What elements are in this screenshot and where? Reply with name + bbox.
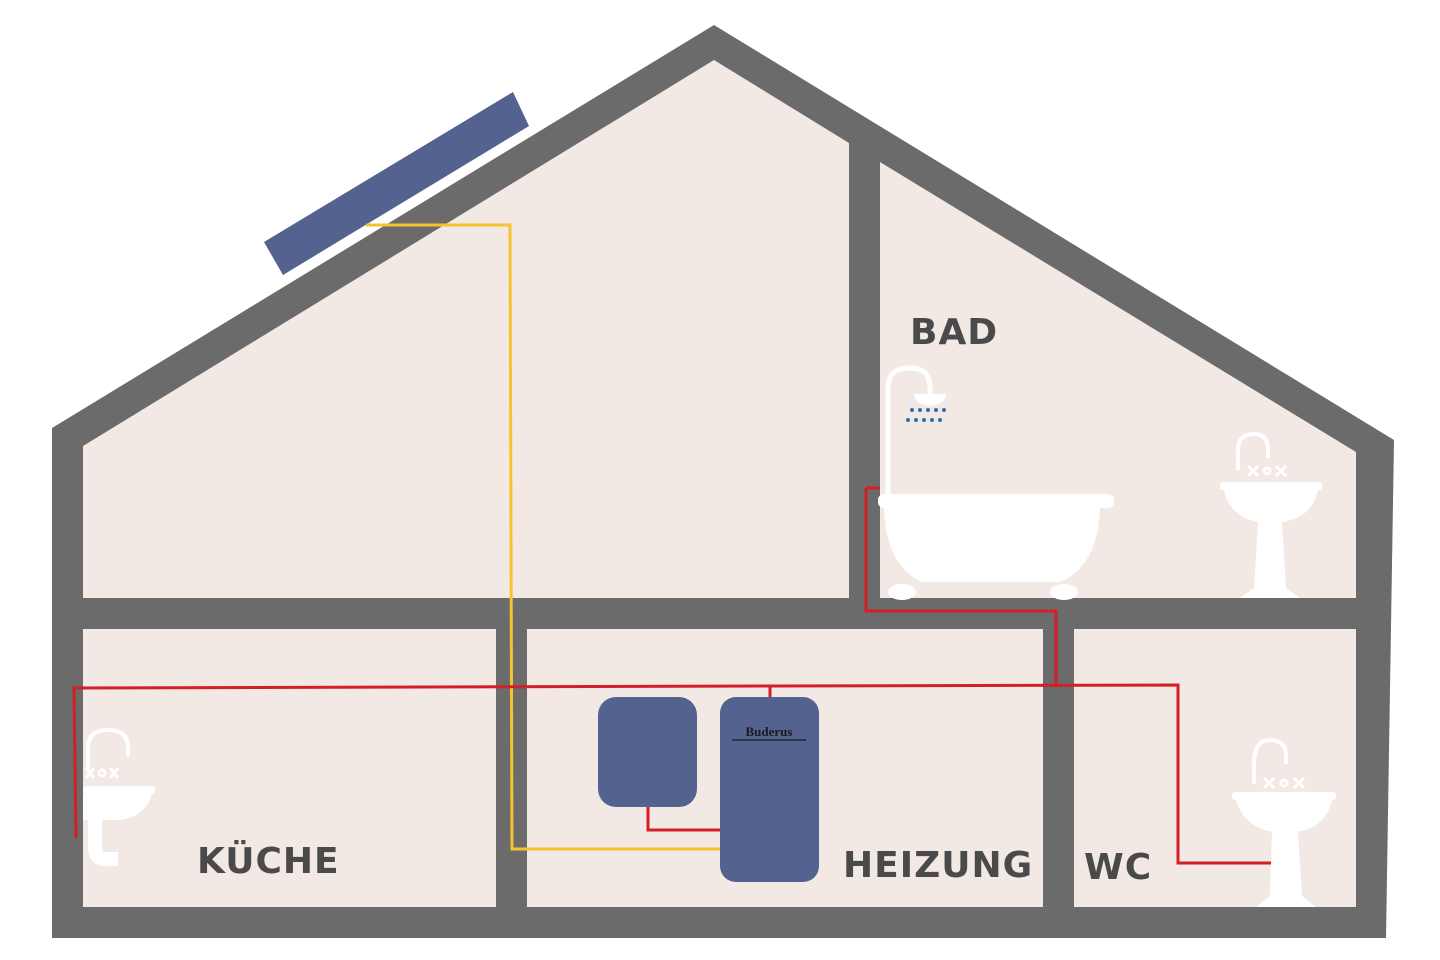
room-label-kueche: KÜCHE [197,840,340,882]
boiler-icon: Buderus [720,697,819,882]
buffer-tank-icon [598,697,697,807]
room-label-bad: BAD [910,312,998,353]
washbasin-icon [1220,431,1322,598]
shower-icon [885,365,946,505]
wc-washbasin-icon [1232,737,1336,907]
room-label-wc: WC [1084,847,1152,888]
room-label-heizung: HEIZUNG [843,845,1033,886]
bathtub-icon [878,494,1114,600]
boiler-brand-label: Buderus [746,724,793,739]
attic-left-room [83,60,849,598]
solar-panel-icon [264,92,529,275]
kueche-room [83,629,496,907]
hot-water-pipes [72,486,1272,865]
kitchen-sink-icon [83,727,155,866]
wc-room [1074,629,1356,907]
solar-pipe [366,223,722,851]
